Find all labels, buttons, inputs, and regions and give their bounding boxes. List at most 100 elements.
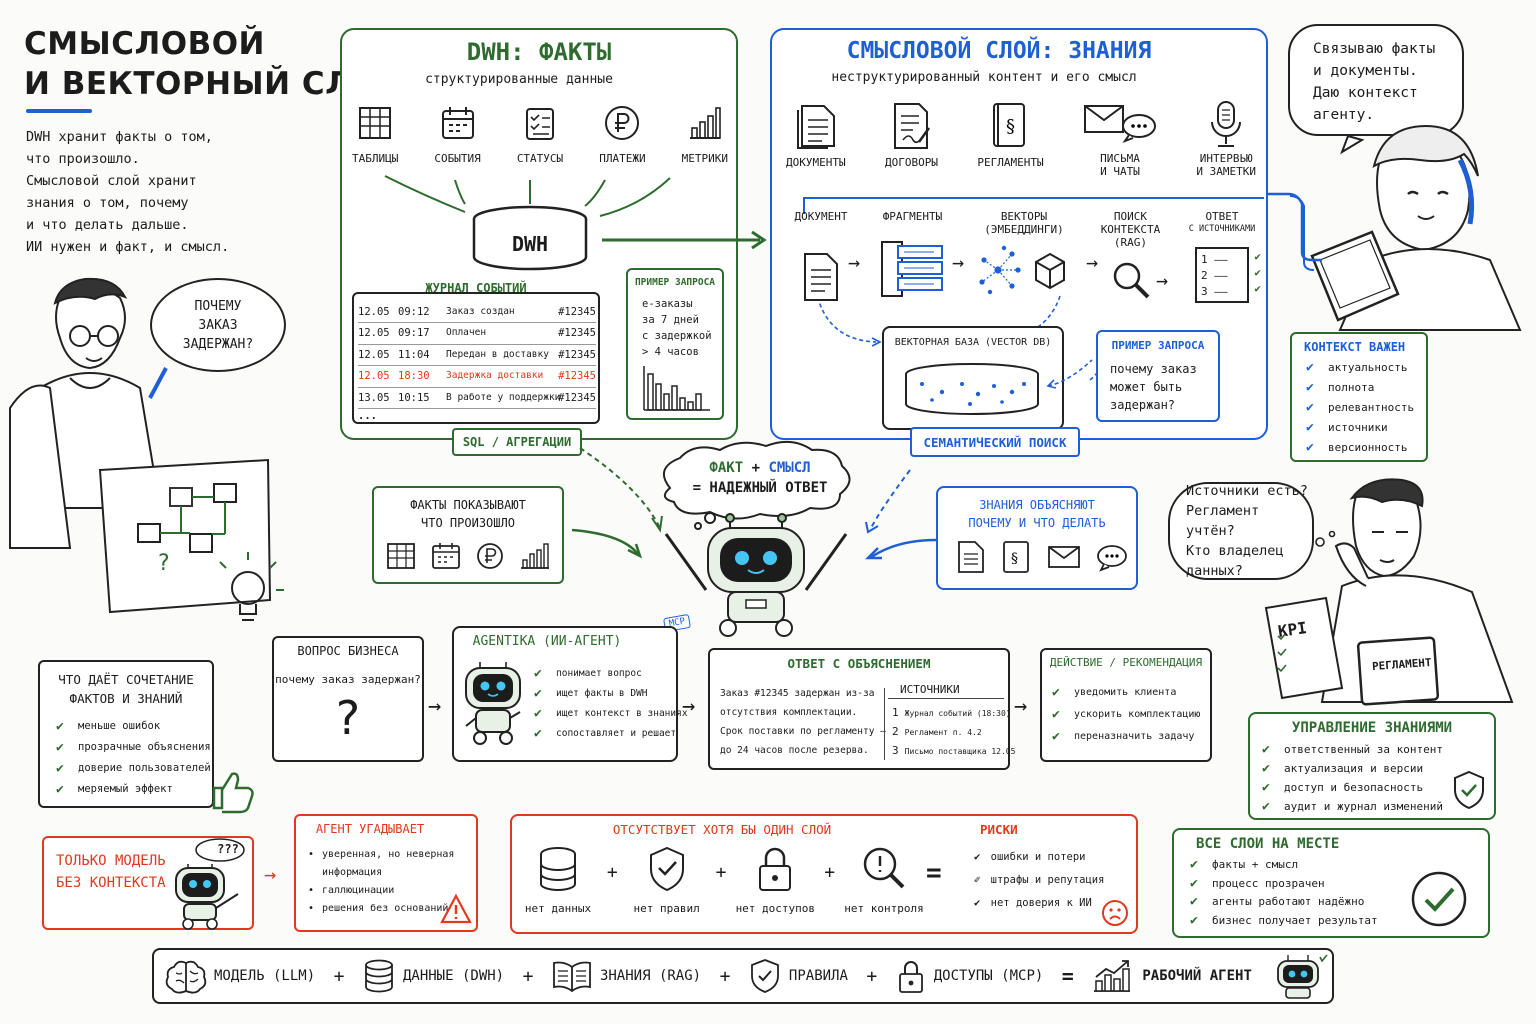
bar-chart-icon xyxy=(689,107,721,139)
mail-icon xyxy=(1047,546,1080,568)
agent-robot-icon xyxy=(465,662,521,745)
thought-plus: + xyxy=(751,460,760,476)
dwh-icon-payments: ПЛАТЕЖИ xyxy=(599,104,646,165)
dwh-icon-label: МЕТРИКИ xyxy=(681,152,728,165)
flow-arrow: → xyxy=(682,694,696,719)
list-item: актуальность xyxy=(1306,358,1414,378)
vector-db-label: ВЕКТОРНАЯ БАЗА (VECTOR DB) xyxy=(894,337,1052,348)
formula-row: МОДЕЛЬ (LLM) + ДАННЫЕ (DWH) + ЗНАНИЯ (RA… xyxy=(165,954,1328,999)
sql-badge: SQL / АГРЕГАЦИИ xyxy=(452,428,582,456)
dwh-icon-label: ПЛАТЕЖИ xyxy=(599,152,646,165)
sad-face-icon xyxy=(1102,900,1128,926)
list-item: понимает вопрос xyxy=(534,664,688,684)
semantic-icon-mail: ПИСЬМА И ЧАТЫ xyxy=(1083,100,1157,178)
journal-event: В работе у поддержки xyxy=(446,391,561,403)
dwh-query-chart-icon xyxy=(643,366,710,411)
list-item: ищет факты в DWH xyxy=(534,684,688,704)
formula-item-access: ДОСТУПЫ (MCP) xyxy=(896,958,1043,994)
pipeline-label: ДОКУМЕНТ xyxy=(794,210,848,223)
equals-sign: = xyxy=(926,858,942,888)
pipeline-document: ДОКУМЕНТ xyxy=(786,210,856,304)
list-item: решения без оснований xyxy=(308,900,454,918)
list-item: уверенная, но неверная информация xyxy=(308,846,454,882)
pipeline-label: ВЕКТОРЫ (ЭМБЕДДИНГИ) xyxy=(984,210,1064,236)
dwh-icon-label: СТАТУСЫ xyxy=(516,152,564,165)
answer-list-icon: 1 —— 2 —— 3 —— ✔✔✔ xyxy=(1195,247,1261,303)
event-journal-title: ЖУРНАЛ СОБЫТИЙ xyxy=(425,281,527,295)
missing-panel xyxy=(510,814,1138,934)
robot-thought-line1: ФАКТ + СМЫСЛ xyxy=(660,460,860,476)
database-icon xyxy=(540,847,576,891)
journal-time: 10:15 xyxy=(398,391,430,404)
dwh-icon-metrics: МЕТРИКИ xyxy=(682,104,728,165)
man-bubble: Источники есть? Регламент учтён? Кто вла… xyxy=(1168,482,1314,580)
man-bubble-text: Источники есть? Регламент учтён? Кто вла… xyxy=(1186,483,1308,579)
list-item: уведомить клиента xyxy=(1052,682,1200,704)
book-icon: § xyxy=(993,103,1026,147)
journal-date: 13.05 xyxy=(358,391,390,404)
formula-item-rules: ПРАВИЛА xyxy=(749,958,848,994)
list-item: версионность xyxy=(1306,438,1414,458)
bar-chart-icon xyxy=(520,543,549,569)
pipeline-label: ПОИСК КОНТЕКСТА (RAG) xyxy=(1100,210,1161,249)
svg-text:§: § xyxy=(1006,116,1015,137)
svg-text:§: § xyxy=(1011,551,1018,567)
missing-label: нет контроля xyxy=(844,902,924,915)
list-item: полнота xyxy=(1306,378,1414,398)
book-icon: § xyxy=(1003,541,1030,573)
big-check-icon xyxy=(1411,871,1467,927)
dwh-query-text: е-заказы за 7 дней с задержкой > 4 часов xyxy=(642,298,712,358)
thought-meaning: СМЫСЛ xyxy=(768,460,811,476)
database-icon xyxy=(365,959,393,993)
journal-date: 12.05 xyxy=(358,370,390,383)
risk-mark-icon: ✔ xyxy=(974,897,987,909)
flow-arrows-center xyxy=(571,447,937,560)
semantic-icon-label: ИНТЕРВЬЮ И ЗАМЕТКИ xyxy=(1196,152,1256,178)
dwh-title: DWH: ФАКТЫ xyxy=(466,38,612,66)
plus-sign: + xyxy=(824,862,836,883)
calendar-icon xyxy=(431,543,460,569)
vector-embedding-icon xyxy=(979,245,1065,295)
journal-time: 11:04 xyxy=(398,348,430,361)
source-number: 3 xyxy=(892,744,899,757)
ruble-icon xyxy=(605,106,640,140)
journal-date: 12.05 xyxy=(358,348,390,361)
lock-icon xyxy=(759,847,792,891)
list-item: доступ и безопасность xyxy=(1262,778,1443,797)
dwh-query-example xyxy=(626,268,724,420)
guess-title: АГЕНТ УГАДЫВАЕТ xyxy=(315,822,425,836)
journal-id: #12345 xyxy=(558,391,596,404)
guess-list: уверенная, но неверная информациягаллюци… xyxy=(308,846,454,918)
answer-card xyxy=(708,648,1010,770)
list-item: актуализация и версии xyxy=(1262,759,1443,778)
analyst-illustration: ? xyxy=(9,277,284,621)
dwh-icon-label: СОБЫТИЯ xyxy=(434,152,481,165)
calendar-icon xyxy=(441,107,474,139)
risk-text: нет доверия к ИИ xyxy=(990,897,1092,909)
robot-icon xyxy=(1277,954,1328,999)
knowledge-panel-icons: § xyxy=(956,540,1128,574)
woman-connector xyxy=(1268,192,1322,262)
missing-row: нет данных + нет правил + нет доступов +… xyxy=(516,846,926,915)
facts-panel-title: ФАКТЫ ПОКАЗЫВАЮТ ЧТО ПРОИЗОШЛО xyxy=(410,498,526,530)
list-item: бизнес получает результат xyxy=(1190,912,1378,931)
question-bubble: ПОЧЕМУ ЗАКАЗ ЗАДЕРЖАН? xyxy=(150,278,286,372)
event-journal xyxy=(352,292,600,424)
journal-id: #12345 xyxy=(558,370,596,383)
thumbs-up-icon xyxy=(212,772,254,814)
pipeline-label: ФРАГМЕНТЫ xyxy=(882,210,943,223)
semantic-search-badge-label: СЕМАНТИЧЕСКИЙ ПОИСК xyxy=(923,434,1067,450)
flow-arrow: → xyxy=(1014,694,1028,719)
answer-list-item: 2 —— xyxy=(1201,269,1228,282)
man-illustration xyxy=(1264,478,1514,706)
woman-bubble-text: Связываю факты и документы. Даю контекст… xyxy=(1313,41,1436,123)
journal-event: Задержка доставки xyxy=(446,370,544,382)
answer-card-text: Заказ #12345 задержан из-за отсутствия к… xyxy=(720,688,886,756)
table-icon xyxy=(387,543,415,569)
semantic-icon-regulations: § РЕГЛАМЕНТЫ xyxy=(977,100,1044,178)
journal-row: 13.05 10:15 В работе у поддержки#12345 xyxy=(358,388,596,410)
formula-label: ДАННЫЕ (DWH) xyxy=(402,968,505,984)
journal-id: #12345 xyxy=(558,327,596,340)
red-arrow: → xyxy=(264,862,277,886)
source-number: 2 xyxy=(892,725,899,738)
